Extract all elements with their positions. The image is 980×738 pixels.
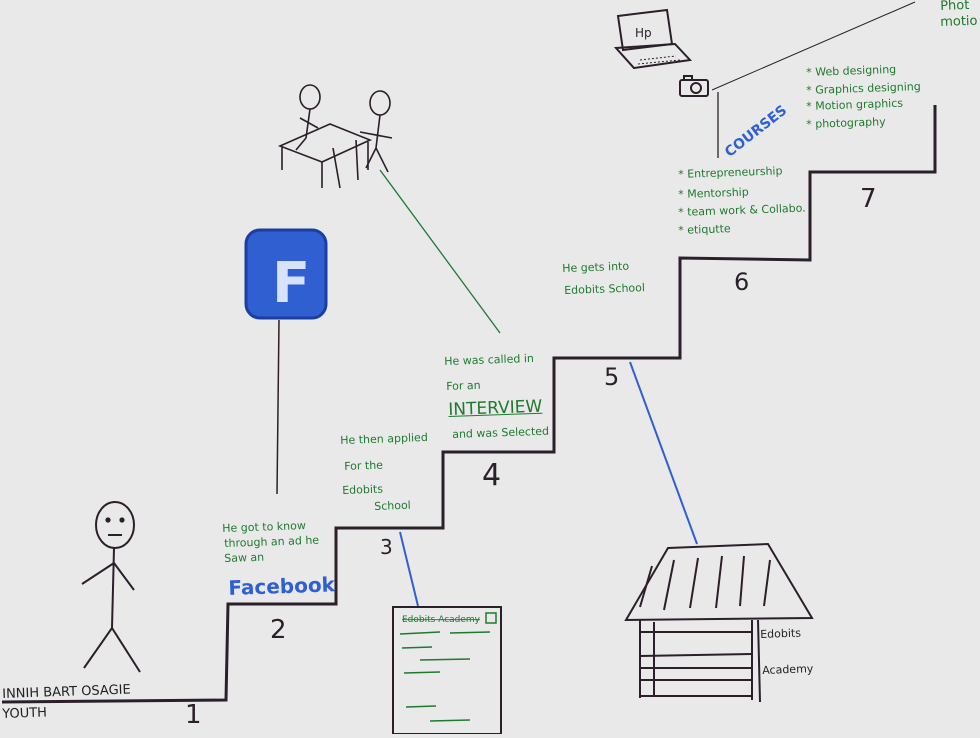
laptop-icon xyxy=(613,8,693,70)
cut-off-text: Phot xyxy=(939,0,970,14)
two-people-desk-icon xyxy=(277,84,393,189)
pointer-line xyxy=(399,531,419,607)
camera-icon xyxy=(679,75,709,97)
pointer-line xyxy=(379,169,501,334)
step-4-caption-line: For an xyxy=(446,378,481,393)
facebook-label: Facebook xyxy=(228,572,336,600)
cut-off-text: motio xyxy=(939,13,978,30)
laptop-brand: Hp xyxy=(635,26,652,40)
step-5-caption-line: He gets into xyxy=(562,259,630,275)
step-number-4: 4 xyxy=(482,458,502,493)
building-sign-line: Academy xyxy=(762,662,814,677)
course-item: * photography xyxy=(806,115,886,131)
school-building-icon xyxy=(624,542,814,703)
step-3-caption-line: Edobits xyxy=(342,482,384,497)
step-2-caption-line: Saw an xyxy=(224,550,265,565)
svg-text:F: F xyxy=(272,251,310,316)
staircase-line xyxy=(1,105,937,704)
step-number-3: 3 xyxy=(380,535,393,559)
form-title: Edobits Academy xyxy=(402,615,481,625)
step-number-6: 6 xyxy=(734,268,750,296)
pointer-line xyxy=(276,319,280,495)
skill-item: * etiqutte xyxy=(678,222,731,237)
pointer-line xyxy=(711,1,916,91)
step-3-caption-line: School xyxy=(374,498,411,513)
interview-label: INTERVIEW xyxy=(448,396,543,420)
skill-item: * Mentorship xyxy=(678,185,749,201)
step-number-7: 7 xyxy=(860,184,877,214)
pointer-line xyxy=(629,361,698,545)
person-role: YOUTH xyxy=(2,705,48,722)
step-number-5: 5 xyxy=(604,363,620,391)
step-number-2: 2 xyxy=(270,615,287,645)
step-3-caption-line: For the xyxy=(344,458,384,473)
facebook-logo-icon: F xyxy=(244,228,328,320)
step-number-1: 1 xyxy=(185,700,202,730)
building-sign-line: Edobits xyxy=(760,626,802,641)
application-form-icon xyxy=(392,606,502,735)
stick-figure-icon xyxy=(81,501,141,673)
